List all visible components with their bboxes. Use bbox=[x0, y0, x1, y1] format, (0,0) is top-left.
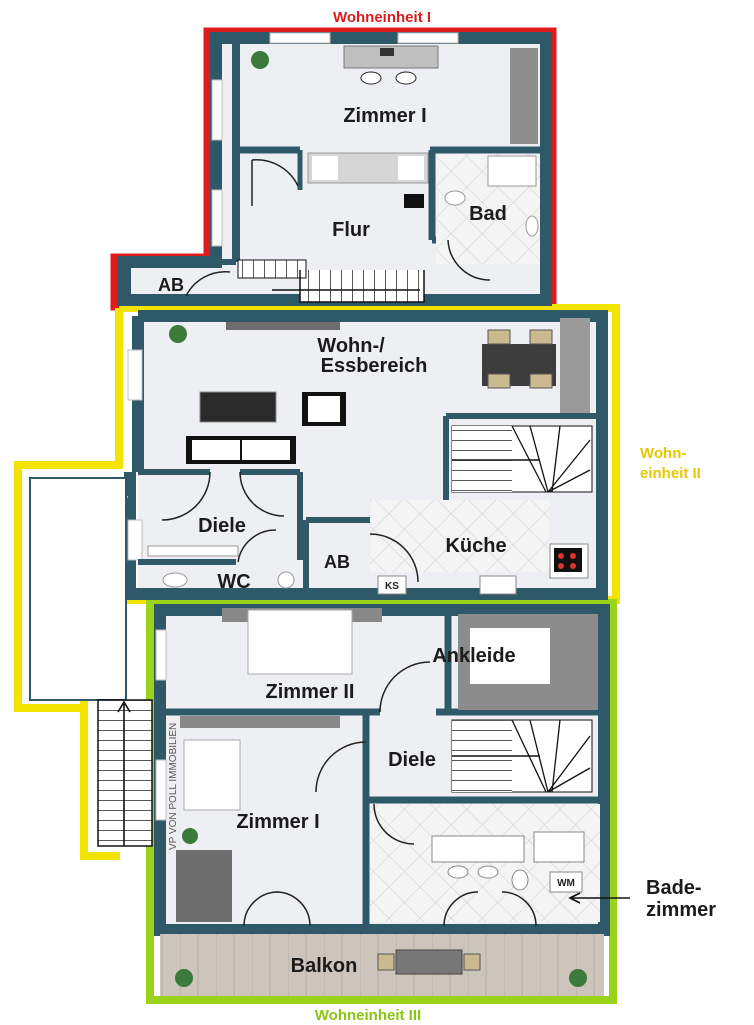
room-label-u1-bad: Bad bbox=[469, 203, 507, 225]
room-label-u2-kueche: Küche bbox=[445, 535, 506, 557]
appliance-label-ks: KS bbox=[385, 581, 399, 592]
unit-ii-title-line2: einheit II bbox=[640, 465, 701, 482]
badezimmer-label-line1: Bade- bbox=[646, 877, 702, 899]
room-label-u2-ab: AB bbox=[324, 552, 350, 572]
room-label-u1-ab: AB bbox=[158, 275, 184, 295]
unit-iii: VP VON POLL IMMOBILIEN Zimmer II Ankleid… bbox=[154, 604, 630, 996]
room-label-u2-diele: Diele bbox=[198, 515, 246, 537]
room-label-u3-zimmer2: Zimmer II bbox=[266, 681, 355, 703]
room-label-u3-ankleide: Ankleide bbox=[432, 645, 515, 667]
room-label-u3-zimmer1: Zimmer I bbox=[236, 811, 319, 833]
badezimmer-label-line2: zimmer bbox=[646, 899, 716, 921]
room-label-u1-flur: Flur bbox=[332, 219, 370, 241]
appliance-label-wm: WM bbox=[557, 878, 575, 889]
unit-i-title: Wohneinheit I bbox=[333, 9, 431, 26]
exterior-staircase bbox=[29, 477, 153, 847]
unit-ii: Wohn-/ Essbereich Diele WC AB Küche KS bbox=[75, 310, 608, 600]
unit-iii-title: Wohneinheit III bbox=[315, 1007, 421, 1024]
room-label-u3-balkon: Balkon bbox=[291, 955, 358, 977]
room-label-u1-zimmer: Zimmer I bbox=[343, 105, 426, 127]
room-label-u2-wohn-line1: Wohn-/ bbox=[317, 335, 385, 357]
unit-ii-stair-outline bbox=[14, 308, 123, 712]
room-label-u2-wc: WC bbox=[217, 571, 250, 593]
unit-ii-title-line1: Wohn- bbox=[640, 445, 686, 462]
room-label-u2-wohn-line2: Essbereich bbox=[321, 355, 428, 377]
unit-i: Zimmer I Bad Flur AB bbox=[117, 32, 552, 306]
room-label-u3-diele: Diele bbox=[388, 749, 436, 771]
watermark: VP VON POLL IMMOBILIEN bbox=[168, 723, 179, 850]
